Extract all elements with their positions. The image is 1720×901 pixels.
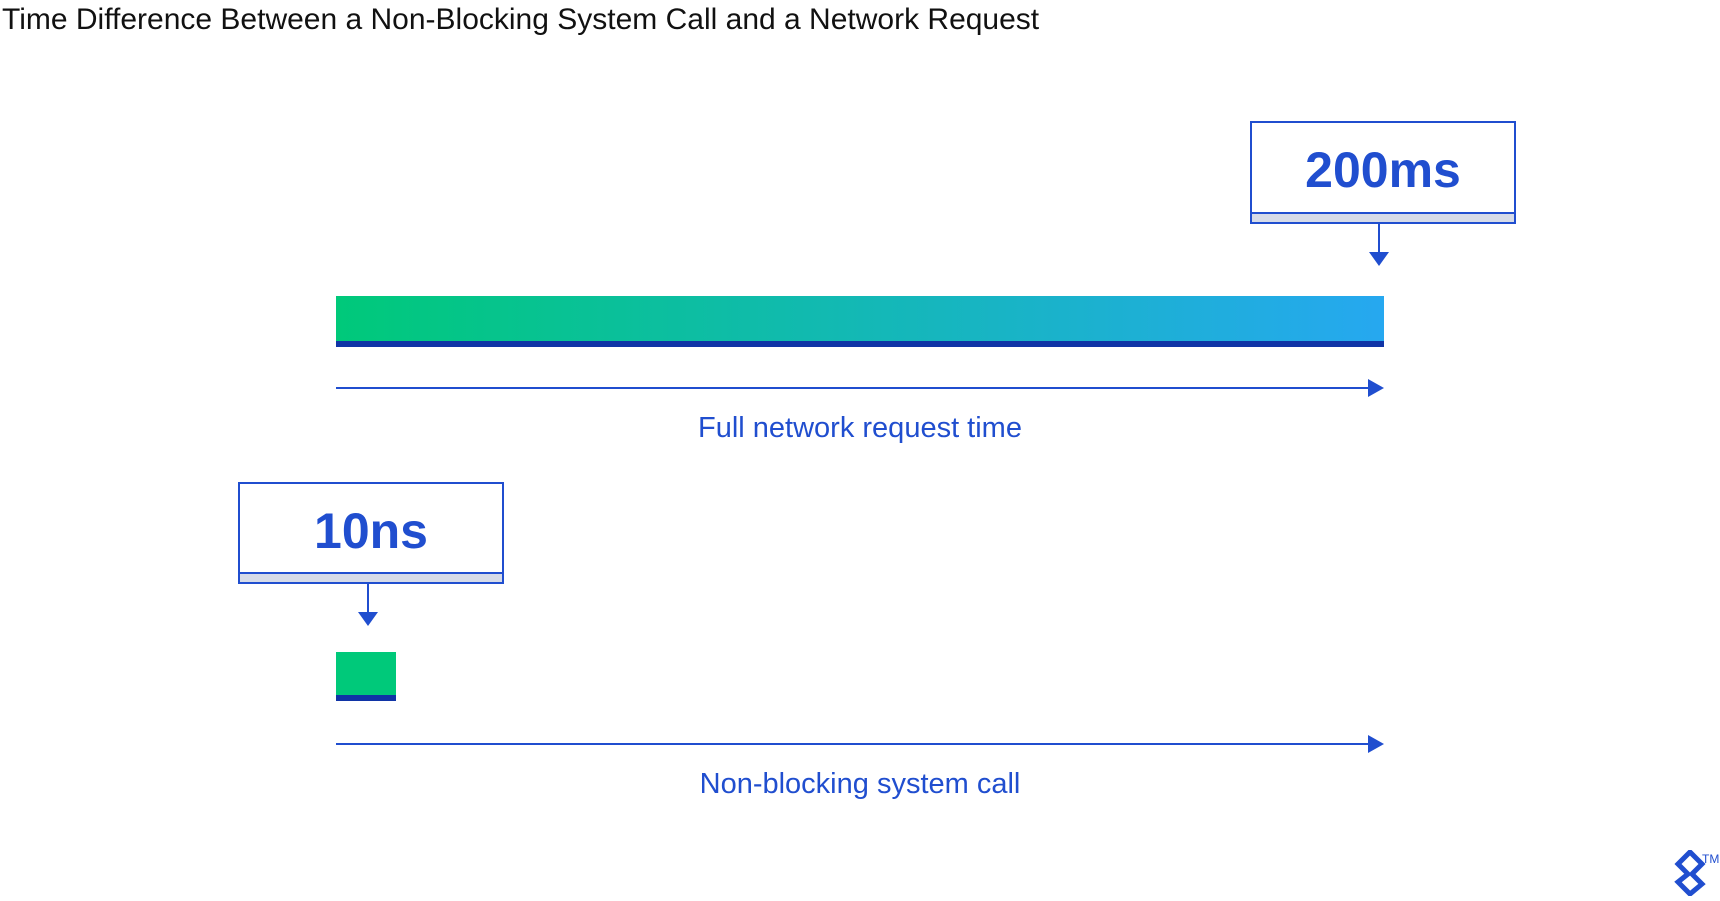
syscall-callout-arrow-icon [358, 612, 378, 626]
diagram-title: Time Difference Between a Non-Blocking S… [2, 3, 1040, 36]
network-axis-arrow-icon [1368, 379, 1384, 397]
syscall-timeline-axis [336, 743, 1370, 745]
syscall-callout-connector [367, 584, 369, 614]
syscall-axis-label: Non-blocking system call [699, 768, 1021, 800]
network-callout-connector [1378, 224, 1380, 254]
syscall-callout-strip [240, 572, 502, 582]
network-callout-strip [1252, 212, 1514, 222]
syscall-axis-arrow-icon [1368, 735, 1384, 753]
network-callout-arrow-icon [1369, 252, 1389, 266]
network-request-bar-base [336, 341, 1384, 347]
network-axis-label: Full network request time [698, 412, 1022, 444]
network-request-bar [336, 296, 1384, 342]
trademark-mark: TM [1702, 852, 1720, 866]
toptal-logo-icon [1672, 848, 1706, 901]
network-time-value: 200ms [1305, 142, 1461, 198]
network-timeline-axis [336, 387, 1370, 389]
network-time-callout: 200ms [1250, 121, 1516, 224]
syscall-time-callout: 10ns [238, 482, 504, 584]
syscall-time-value: 10ns [314, 503, 428, 559]
syscall-bar [336, 652, 396, 696]
syscall-bar-base [336, 695, 396, 701]
